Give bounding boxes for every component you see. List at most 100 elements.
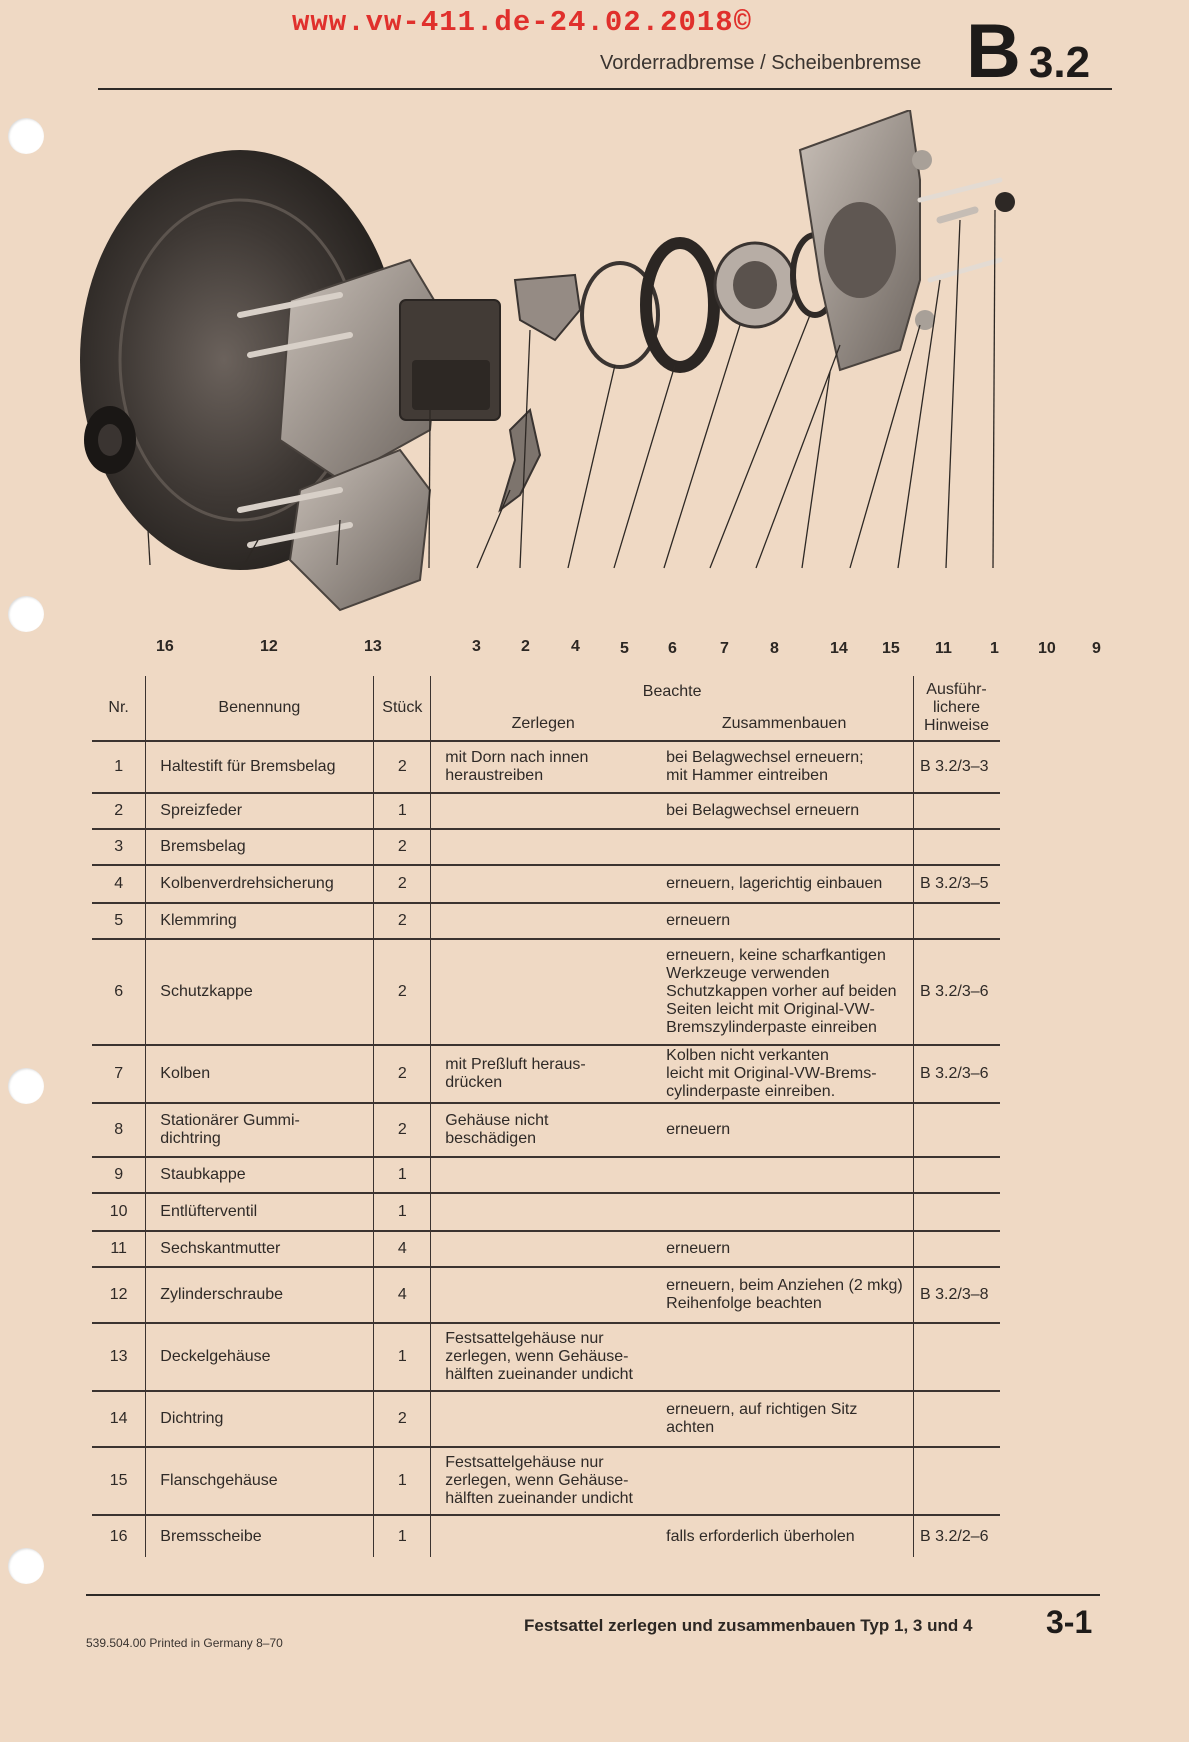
cell-hinweise: B 3.2/3–6 [913,938,1000,1045]
cell-zerlegen-line: Festsattelgehäuse nur [445,1330,604,1347]
cell-qty: 2 [373,1390,432,1447]
col-header-hinweise: Ausführ- lichere Hinweise [914,676,1000,741]
cell-name-line: Flanschgehäuse [160,1472,278,1489]
cell-zerlegen-line: Gehäuse nicht [445,1112,549,1129]
cell-qty: 4 [373,1230,432,1267]
cell-name: Kolbenverdrehsicherung [145,864,375,903]
callout-label: 7 [720,640,729,657]
cell-name-line: Sechskantmutter [160,1240,281,1257]
callout-label: 16 [156,638,174,655]
hex-nut [915,310,935,330]
cell-zusammenbauen [656,1156,915,1193]
cell-hinweise [913,1192,1000,1231]
cell-nr: 1 [92,740,147,793]
callout-label: 13 [364,638,382,655]
cell-zusammenbauen: erneuern [656,1230,915,1267]
cell-nr: 15 [92,1446,147,1515]
cell-nr: 7 [92,1044,147,1103]
cell-qty: 2 [373,1102,432,1157]
callout-label: 4 [571,638,580,655]
cell-nr: 14 [92,1390,147,1447]
cell-qty: 1 [373,1156,432,1193]
col-header-name: Benennung [145,676,375,741]
cell-zerlegen-line: mit Preßluft heraus- [445,1056,586,1073]
cell-zusammenbauen: erneuern, beim Anziehen (2 mkg)Reihenfol… [656,1266,915,1323]
cell-hinweise [913,1230,1000,1267]
cell-qty: 2 [373,938,432,1045]
cell-zerlegen-line: mit Dorn nach innen [445,749,589,766]
cell-zusammenbauen: erneuern [656,902,915,939]
cell-zerlegen-line: beschädigen [445,1130,536,1147]
cell-zerlegen [430,1192,657,1231]
cell-zerlegen: mit Preßluft heraus-drücken [430,1044,657,1103]
cell-zusammenbauen-line: erneuern [666,912,731,929]
col-header-zusammenbauen: Zusammenbauen [656,708,915,741]
col-header-hinweise-line: Hinweise [924,717,989,734]
cell-zusammenbauen-line: bei Belagwechsel erneuern [666,802,860,819]
cell-hinweise: B 3.2/3–8 [913,1266,1000,1323]
cell-hinweise [913,902,1000,939]
cell-zusammenbauen-line: Schutzkappen vorher auf beiden [666,983,897,1000]
cell-name-line: Zylinderschraube [160,1286,284,1303]
cell-zusammenbauen: bei Belagwechsel erneuern;mit Hammer ein… [656,740,915,793]
spreader-spring [498,408,542,513]
cell-nr: 6 [92,938,147,1045]
cell-zusammenbauen-line: Bremszylinderpaste einreiben [666,1019,877,1036]
cell-zusammenbauen-line: mit Hammer eintreiben [666,767,828,784]
cell-zusammenbauen [656,1192,915,1231]
cell-zusammenbauen-line: erneuern, beim Anziehen (2 mkg) [666,1277,903,1294]
cell-zerlegen-line: zerlegen, wenn Gehäuse- [445,1348,629,1365]
cell-hinweise: B 3.2/3–6 [913,1044,1000,1103]
cell-name-line: Bremsscheibe [160,1527,262,1545]
callout-label: 3 [472,638,481,655]
cell-name: Bremsbelag [145,828,375,865]
cell-hinweise [913,1390,1000,1447]
cell-zusammenbauen-line: Werkzeuge verwenden [666,965,830,982]
cell-nr: 3 [92,828,147,865]
cell-zerlegen-line: hälften zueinander undicht [445,1490,633,1507]
callout-label: 11 [935,640,952,657]
cell-zusammenbauen [656,1322,915,1391]
cell-zusammenbauen-line: Reihenfolge beachten [666,1295,822,1312]
cell-qty: 2 [373,740,432,793]
callout-label: 6 [668,640,677,657]
cell-zusammenbauen-line: erneuern [666,1240,731,1257]
footer-rule [86,1594,1100,1596]
bleeder-valve [936,206,979,224]
cell-zerlegen [430,1390,657,1447]
cell-zerlegen [430,902,657,939]
section-number: 3.2 [1028,38,1091,87]
cell-zusammenbauen-line: cylinderpaste einreiben. [666,1083,836,1100]
parts-table: Nr. Benennung Stück Beachte Ausführ- lic… [92,676,1000,1557]
cell-qty: 2 [373,1044,432,1103]
cell-name: Flanschgehäuse [145,1446,375,1515]
print-info: 539.504.00 Printed in Germany 8–70 [86,1636,283,1650]
cell-name: Klemmring [145,902,375,939]
cell-name-line: Stationärer Gummi- [160,1112,300,1129]
callout-label: 12 [260,638,278,655]
cell-hinweise [913,1156,1000,1193]
cell-qty: 2 [373,902,432,939]
cell-name-line: Entlüfterventil [160,1203,258,1220]
punch-hole [8,596,44,632]
cell-qty: 1 [373,792,432,829]
anti-rotation-plate [513,273,582,342]
cell-name-line: Klemmring [160,912,237,929]
cell-name-line: Deckelgehäuse [160,1348,271,1365]
cell-name-line: Dichtring [160,1410,224,1427]
cell-nr: 5 [92,902,147,939]
cell-hinweise [913,1322,1000,1391]
